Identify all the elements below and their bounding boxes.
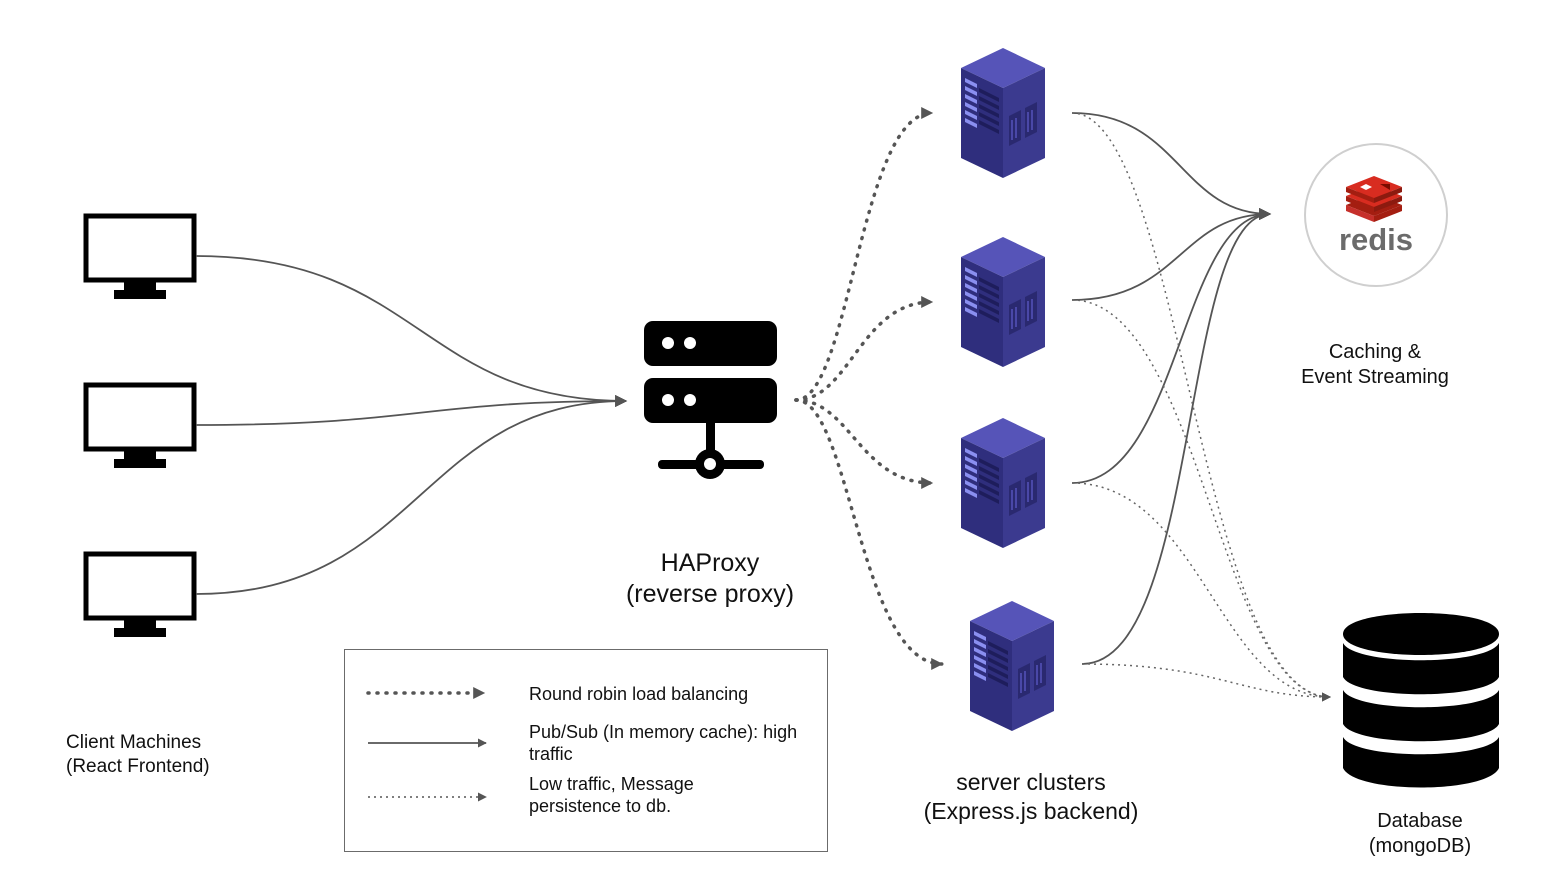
legend-box xyxy=(344,649,828,852)
clients-label-line1: Client Machines xyxy=(66,732,202,753)
server-rack-2 xyxy=(961,237,1045,367)
server-rack-4 xyxy=(970,601,1054,731)
redis-logo-text: redis xyxy=(1339,222,1413,257)
legend-item-round-robin-text: Round robin load balancing xyxy=(529,684,749,704)
proxy-label-line2: (reverse proxy) xyxy=(625,580,795,609)
client-monitor-1 xyxy=(86,216,194,299)
database-icon xyxy=(1337,610,1505,788)
proxy-label: HAProxy (reverse proxy) xyxy=(590,548,830,611)
database-label-line1: Database xyxy=(1377,810,1463,832)
legend-item-pubsub: Pub/Sub (In memory cache): high traffic xyxy=(529,721,797,765)
legend-item-low-traffic-line1: Low traffic, Message xyxy=(529,774,694,794)
server-to-db-edges xyxy=(1071,112,1331,702)
server-to-cache-edges xyxy=(1071,112,1272,665)
proxy-label-line1: HAProxy xyxy=(660,549,760,577)
client-monitor-2 xyxy=(86,385,194,468)
servers-label-line2: (Express.js backend) xyxy=(923,797,1139,824)
servers-label: server clusters (Express.js backend) xyxy=(900,768,1162,826)
proxy-to-server-edges xyxy=(794,107,944,670)
legend-item-low-traffic-line2: persistence to db. xyxy=(529,796,672,816)
database-label-line2: (mongoDB) xyxy=(1368,835,1472,857)
clients-label-line2: (React Frontend) xyxy=(66,755,210,777)
legend-item-pubsub-line1: Pub/Sub (In memory cache): high xyxy=(529,722,798,742)
server-rack-3 xyxy=(961,418,1045,548)
legend-item-low-traffic: Low traffic, Message persistence to db. xyxy=(529,773,694,817)
cache-label-line1: Caching & xyxy=(1328,341,1422,363)
proxy-server-icon xyxy=(644,321,777,479)
clients-label: Client Machines (React Frontend) xyxy=(66,731,210,779)
legend-item-round-robin: Round robin load balancing xyxy=(529,683,748,705)
redis-logo: redis xyxy=(1304,143,1448,287)
server-rack-1 xyxy=(961,48,1045,178)
legend-item-pubsub-line2: traffic xyxy=(529,744,573,764)
legend-samples xyxy=(366,687,487,802)
client-to-proxy-edges xyxy=(195,255,628,595)
servers-label-line1: server clusters xyxy=(956,769,1106,795)
client-monitor-3 xyxy=(86,554,194,637)
cache-label: Caching & Event Streaming xyxy=(1284,340,1466,390)
cache-label-line2: Event Streaming xyxy=(1301,366,1449,388)
database-label: Database (mongoDB) xyxy=(1340,809,1500,859)
